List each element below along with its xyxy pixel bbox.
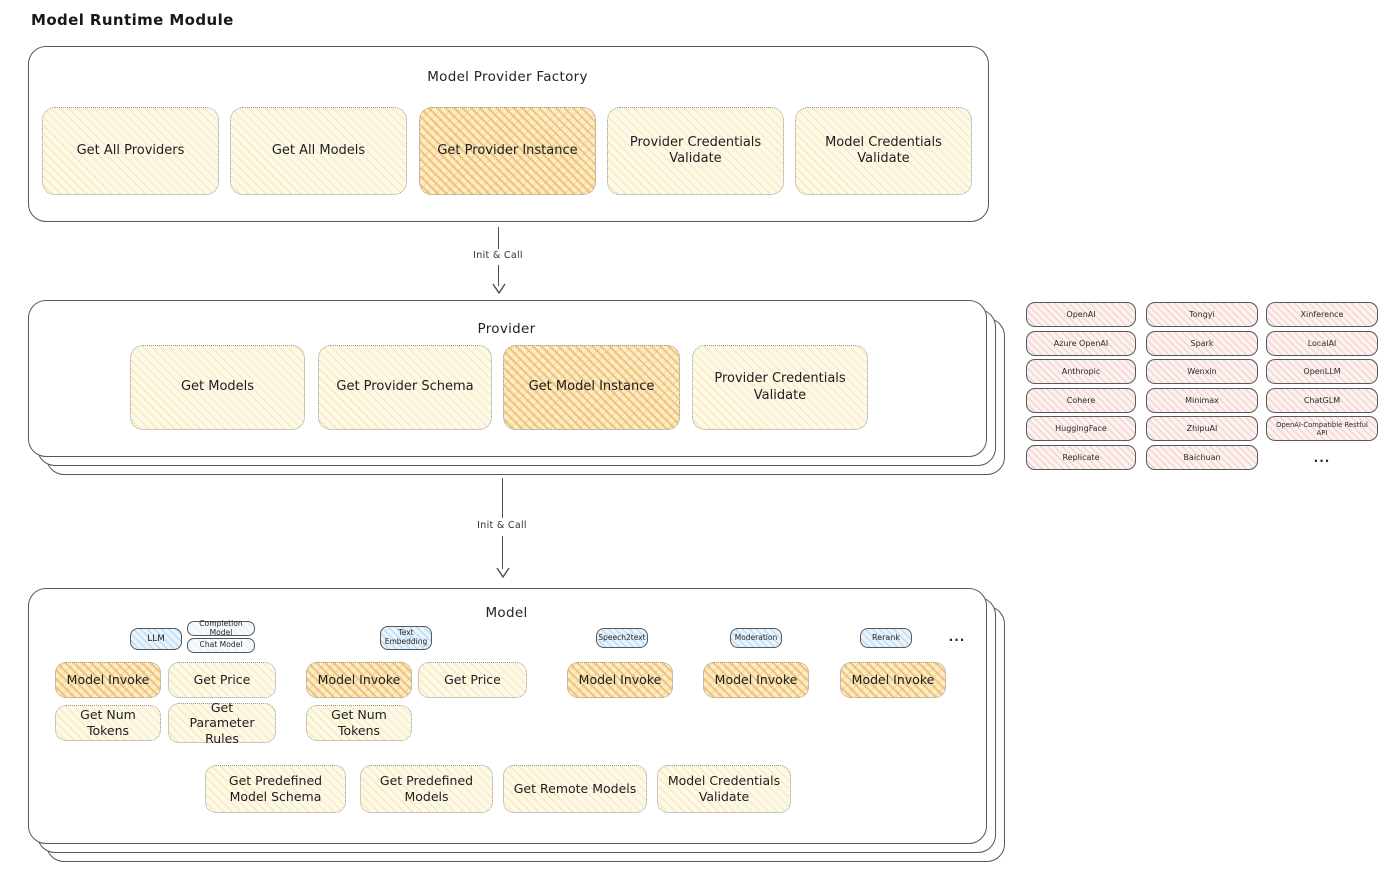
tab-completion-model: Completion Model: [187, 619, 255, 636]
factory-node-provider-credentials-validate: Provider Credentials Validate: [607, 107, 784, 195]
provider-pill-openllm: OpenLLM: [1266, 359, 1378, 384]
model-node-get-parameter-rules: Get Parameter Rules: [168, 700, 276, 746]
model-node-invoke-text-embedding: Model Invoke: [306, 662, 412, 698]
providers-ellipsis: ...: [1313, 451, 1331, 465]
provider-pill-xinference: Xinference: [1266, 302, 1378, 327]
factory-panel-title: Model Provider Factory: [427, 69, 588, 85]
tabs-ellipsis: ...: [948, 630, 966, 644]
model-node-get-remote-models: Get Remote Models: [503, 765, 647, 813]
arrow-label-init-call-2: Init & Call: [442, 520, 562, 531]
provider-pill-cohere: Cohere: [1026, 388, 1136, 413]
provider-pill-chatglm: ChatGLM: [1266, 388, 1378, 413]
model-node-get-num-tokens-text-embedding: Get Num Tokens: [306, 705, 412, 741]
factory-node-get-provider-instance: Get Provider Instance: [419, 107, 596, 195]
tab-rerank: Rerank: [860, 628, 912, 648]
page-title: Model Runtime Module: [31, 11, 234, 29]
model-panel-title: Model: [485, 605, 528, 621]
provider-pill-wenxin: Wenxin: [1146, 359, 1258, 384]
factory-node-model-credentials-validate: Model Credentials Validate: [795, 107, 972, 195]
model-node-get-predefined-model-schema: Get Predefined Model Schema: [205, 765, 346, 813]
provider-pill-huggingface: HuggingFace: [1026, 416, 1136, 441]
provider-pill-minimax: Minimax: [1146, 388, 1258, 413]
tab-speech2text: Speech2text: [596, 628, 648, 648]
arrowhead-icon: [496, 567, 510, 578]
provider-pill-tongyi: Tongyi: [1146, 302, 1258, 327]
provider-pill-zhipuai: ZhipuAI: [1146, 416, 1258, 441]
tab-chat-model: Chat Model: [187, 638, 255, 653]
model-node-get-predefined-models: Get Predefined Models: [360, 765, 493, 813]
provider-pill-anthropic: Anthropic: [1026, 359, 1136, 384]
arrow-line: [498, 265, 499, 286]
arrowhead-icon: [492, 283, 506, 294]
model-node-invoke-llm: Model Invoke: [55, 662, 161, 698]
arrow-line: [498, 227, 499, 249]
provider-node-get-model-instance: Get Model Instance: [503, 345, 680, 430]
provider-node-get-models: Get Models: [130, 345, 305, 430]
provider-panel-title: Provider: [477, 321, 536, 337]
tab-text-embedding: Text Embedding: [380, 626, 432, 650]
provider-pill-localai: LocalAI: [1266, 331, 1378, 356]
model-node-get-price-llm: Get Price: [168, 662, 276, 698]
arrow-line: [502, 536, 503, 569]
model-node-invoke-rerank: Model Invoke: [840, 662, 946, 698]
provider-pill-replicate: Replicate: [1026, 445, 1136, 470]
provider-pill-spark: Spark: [1146, 331, 1258, 356]
provider-pill-baichuan: Baichuan: [1146, 445, 1258, 470]
tab-moderation: Moderation: [730, 628, 782, 648]
factory-node-get-all-providers: Get All Providers: [42, 107, 219, 195]
model-node-invoke-moderation: Model Invoke: [703, 662, 809, 698]
provider-pill-openai-compatible-restful-api: OpenAI-Compatible Restful API: [1266, 416, 1378, 441]
provider-node-provider-credentials-validate: Provider Credentials Validate: [692, 345, 868, 430]
arrow-line: [502, 478, 503, 518]
arrow-label-init-call-1: Init & Call: [438, 250, 558, 261]
factory-node-get-all-models: Get All Models: [230, 107, 407, 195]
model-node-model-credentials-validate: Model Credentials Validate: [657, 765, 791, 813]
model-node-get-num-tokens-llm: Get Num Tokens: [55, 705, 161, 741]
provider-pill-openai: OpenAI: [1026, 302, 1136, 327]
model-node-invoke-speech2text: Model Invoke: [567, 662, 673, 698]
tab-llm: LLM: [130, 628, 182, 650]
provider-pill-azure-openai: Azure OpenAI: [1026, 331, 1136, 356]
provider-node-get-provider-schema: Get Provider Schema: [318, 345, 492, 430]
model-node-get-price-text-embedding: Get Price: [418, 662, 527, 698]
